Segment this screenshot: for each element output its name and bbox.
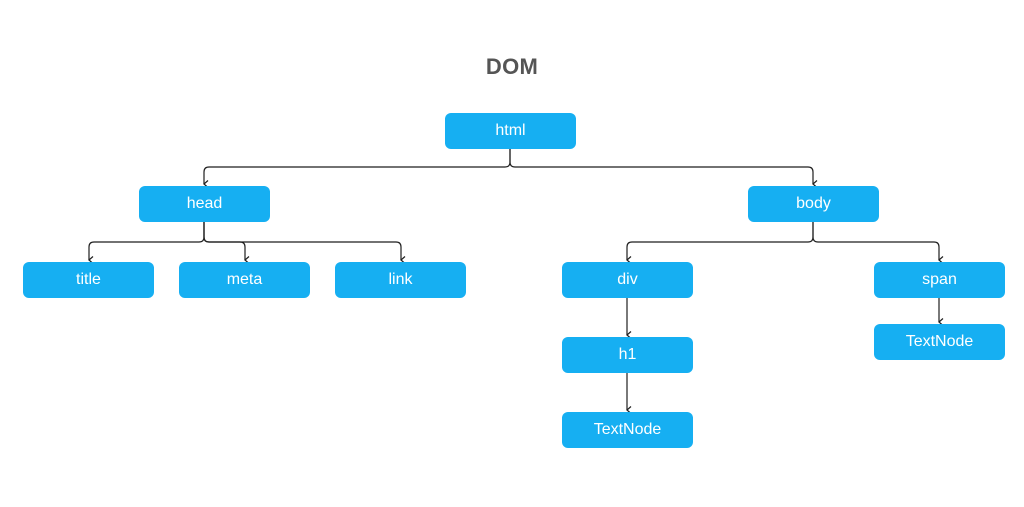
node-head-label: head [186, 195, 223, 212]
node-textnode-span-label: TextNode [905, 333, 974, 350]
edge-body-div [626, 222, 814, 264]
node-head: head [139, 186, 270, 222]
node-span-label: span [922, 271, 957, 288]
node-meta-label: meta [226, 271, 263, 288]
node-link: link [335, 262, 466, 298]
edge-html-head [203, 149, 511, 188]
node-h1-label: h1 [618, 346, 637, 363]
node-div-label: div [617, 271, 638, 288]
edge-head-meta [203, 222, 250, 264]
node-html: html [445, 113, 576, 149]
edge-html-body [509, 149, 818, 188]
node-span: span [874, 262, 1005, 298]
node-textnode-h1-label: TextNode [593, 421, 662, 438]
edge-head-link [203, 222, 406, 264]
node-meta: meta [179, 262, 310, 298]
node-textnode-span: TextNode [874, 324, 1005, 360]
node-title-label: title [76, 271, 101, 288]
node-link-label: link [388, 271, 413, 288]
node-div: div [562, 262, 693, 298]
node-body: body [748, 186, 879, 222]
node-html-label: html [495, 122, 526, 139]
node-title: title [23, 262, 154, 298]
edge-head-title [88, 222, 205, 264]
node-body-label: body [796, 195, 831, 212]
edge-body-span [812, 222, 944, 264]
node-h1: h1 [562, 337, 693, 373]
diagram-title: DOM [485, 54, 539, 79]
node-textnode-h1: TextNode [562, 412, 693, 448]
